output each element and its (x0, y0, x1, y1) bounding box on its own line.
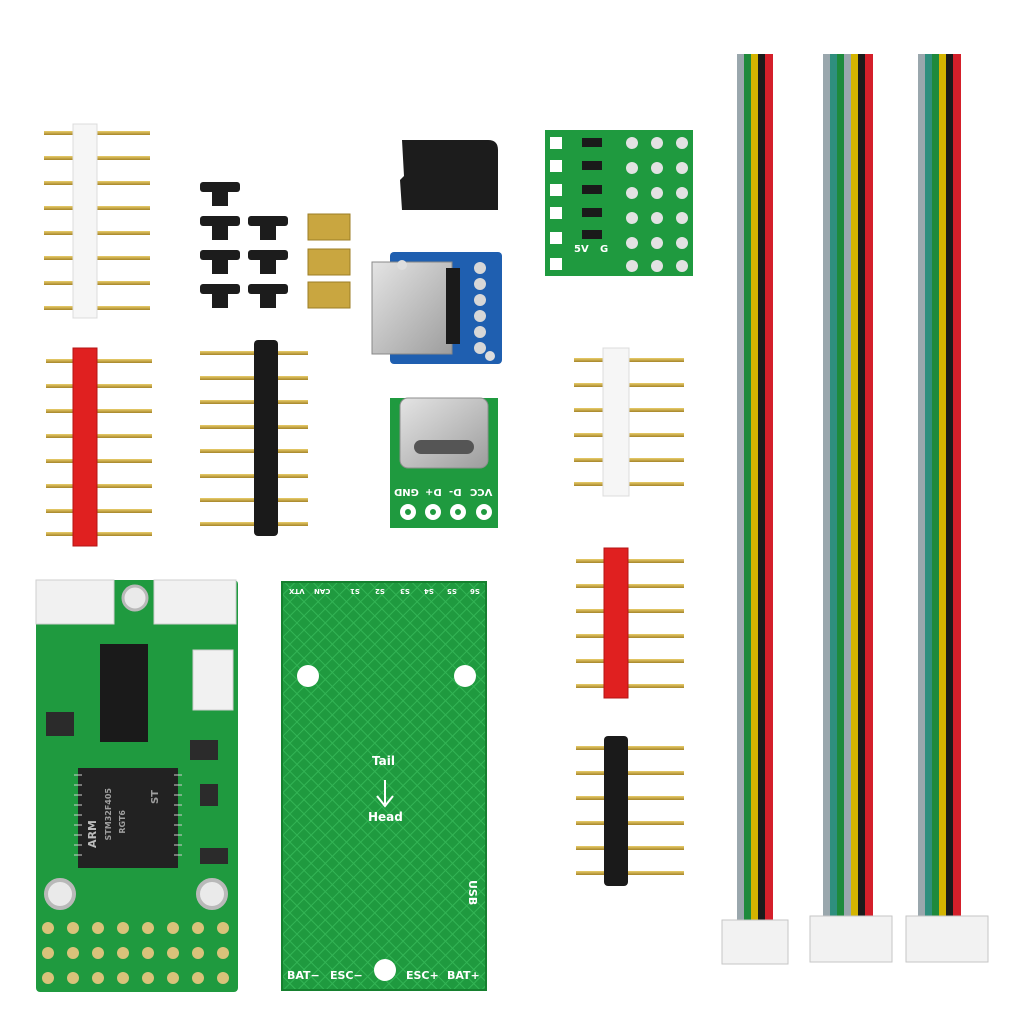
pdb-pad-s3: S3 (400, 587, 410, 595)
pdb-label-head: Head (368, 810, 403, 824)
pin-header-white-6 (574, 347, 684, 497)
fc-chip-line1: STM32F405 (104, 788, 113, 841)
microsd-card-icon (400, 140, 498, 210)
standoff-icon (307, 213, 351, 241)
pdb-pad-s6: S6 (470, 587, 480, 595)
screw-icon (200, 216, 240, 240)
power-distribution-board (281, 581, 487, 991)
screw-icon (248, 216, 288, 240)
pdb-label-usb: USB (466, 880, 479, 906)
screws (200, 182, 288, 308)
usb-pin-label-dminus: D- (449, 486, 462, 497)
jst-cable-icon (905, 915, 989, 963)
adapter-label-gnd: G (600, 244, 609, 255)
pdb-label-bat-minus: BAT− (287, 969, 320, 982)
standoff-icon (307, 248, 351, 276)
pdb-pad-s2: S2 (375, 587, 385, 595)
pdb-pad-s4: S4 (424, 587, 434, 595)
screw-icon (248, 250, 288, 274)
usb-c-breakout-board (390, 397, 498, 528)
pdb-label-tail: Tail (372, 754, 395, 768)
flight-controller-board (35, 579, 238, 992)
usb-pin-label-dplus: D+ (425, 486, 442, 497)
ic-chip-icon (78, 768, 178, 868)
standoffs (307, 213, 351, 309)
pdb-label-bat-plus: BAT+ (447, 969, 480, 982)
pin-header-red-6 (576, 547, 684, 699)
pin-header-black-8 (200, 340, 308, 536)
pdb-pad-vtx: VTX (289, 587, 305, 595)
screw-icon (200, 284, 240, 308)
usb-pin-label-vcc: VCC (470, 486, 493, 497)
fc-chip-line3: ST (150, 790, 161, 805)
screw-icon (200, 250, 240, 274)
jst-cable-1 (721, 54, 789, 965)
pdb-label-esc-plus: ESC+ (406, 969, 439, 982)
screw-icon (248, 284, 288, 308)
jst-cable-3 (905, 54, 989, 963)
fc-chip-line2: RGT6 (118, 810, 127, 834)
adapter-label-5v: 5V (574, 244, 589, 255)
usb-pin-label-gnd: GND (394, 486, 419, 497)
pdb-pad-s1: S1 (350, 587, 360, 595)
adapter-board (545, 130, 693, 276)
microsd-breakout-board (371, 252, 502, 364)
pdb-pad-can: CAN (314, 587, 331, 595)
pin-header-black-6 (576, 736, 684, 886)
fc-chip-brand: ARM (86, 820, 99, 848)
jst-cable-icon (809, 915, 893, 963)
pdb-pad-s5: S5 (447, 587, 457, 595)
screw-icon (200, 182, 240, 206)
jst-cable-2 (809, 54, 893, 963)
pdb-label-esc-minus: ESC− (330, 969, 363, 982)
pin-header-red-8 (46, 347, 152, 547)
standoff-icon (307, 281, 351, 309)
jst-cable-icon (721, 919, 789, 965)
pin-header-white-8 (44, 123, 150, 319)
